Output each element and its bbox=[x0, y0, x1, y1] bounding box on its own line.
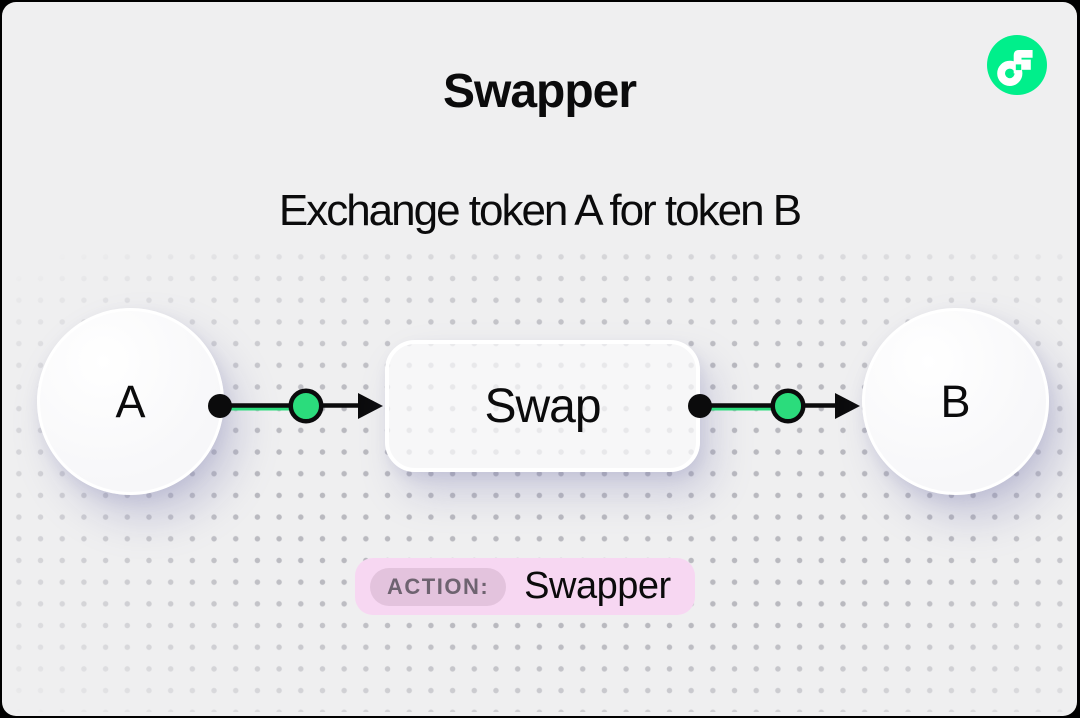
connector-a-to-swap bbox=[208, 388, 383, 424]
arrowhead-icon bbox=[358, 393, 383, 419]
node-token-a: A bbox=[37, 308, 224, 495]
connector-green-node bbox=[288, 388, 324, 424]
node-token-b: B bbox=[862, 308, 1049, 495]
arrowhead-icon bbox=[835, 393, 860, 419]
node-swap: Swap bbox=[385, 340, 700, 472]
page-title: Swapper bbox=[442, 65, 637, 118]
connector-green-node bbox=[770, 388, 806, 424]
action-badge-value: Swapper bbox=[524, 565, 671, 607]
action-badge: ACTION: Swapper bbox=[355, 558, 695, 615]
node-token-a-label: A bbox=[115, 375, 146, 427]
flow-logo-icon bbox=[987, 35, 1047, 95]
node-token-b-label: B bbox=[940, 375, 971, 427]
connector-endpoint-dot bbox=[208, 394, 232, 418]
action-badge-pill: ACTION: bbox=[370, 567, 507, 606]
connector-endpoint-dot bbox=[688, 394, 712, 418]
connector-swap-to-b bbox=[688, 388, 860, 424]
subtitle: Exchange token A for token B bbox=[278, 186, 802, 235]
node-swap-label: Swap bbox=[484, 379, 601, 433]
action-badge-label: ACTION: bbox=[387, 573, 490, 599]
